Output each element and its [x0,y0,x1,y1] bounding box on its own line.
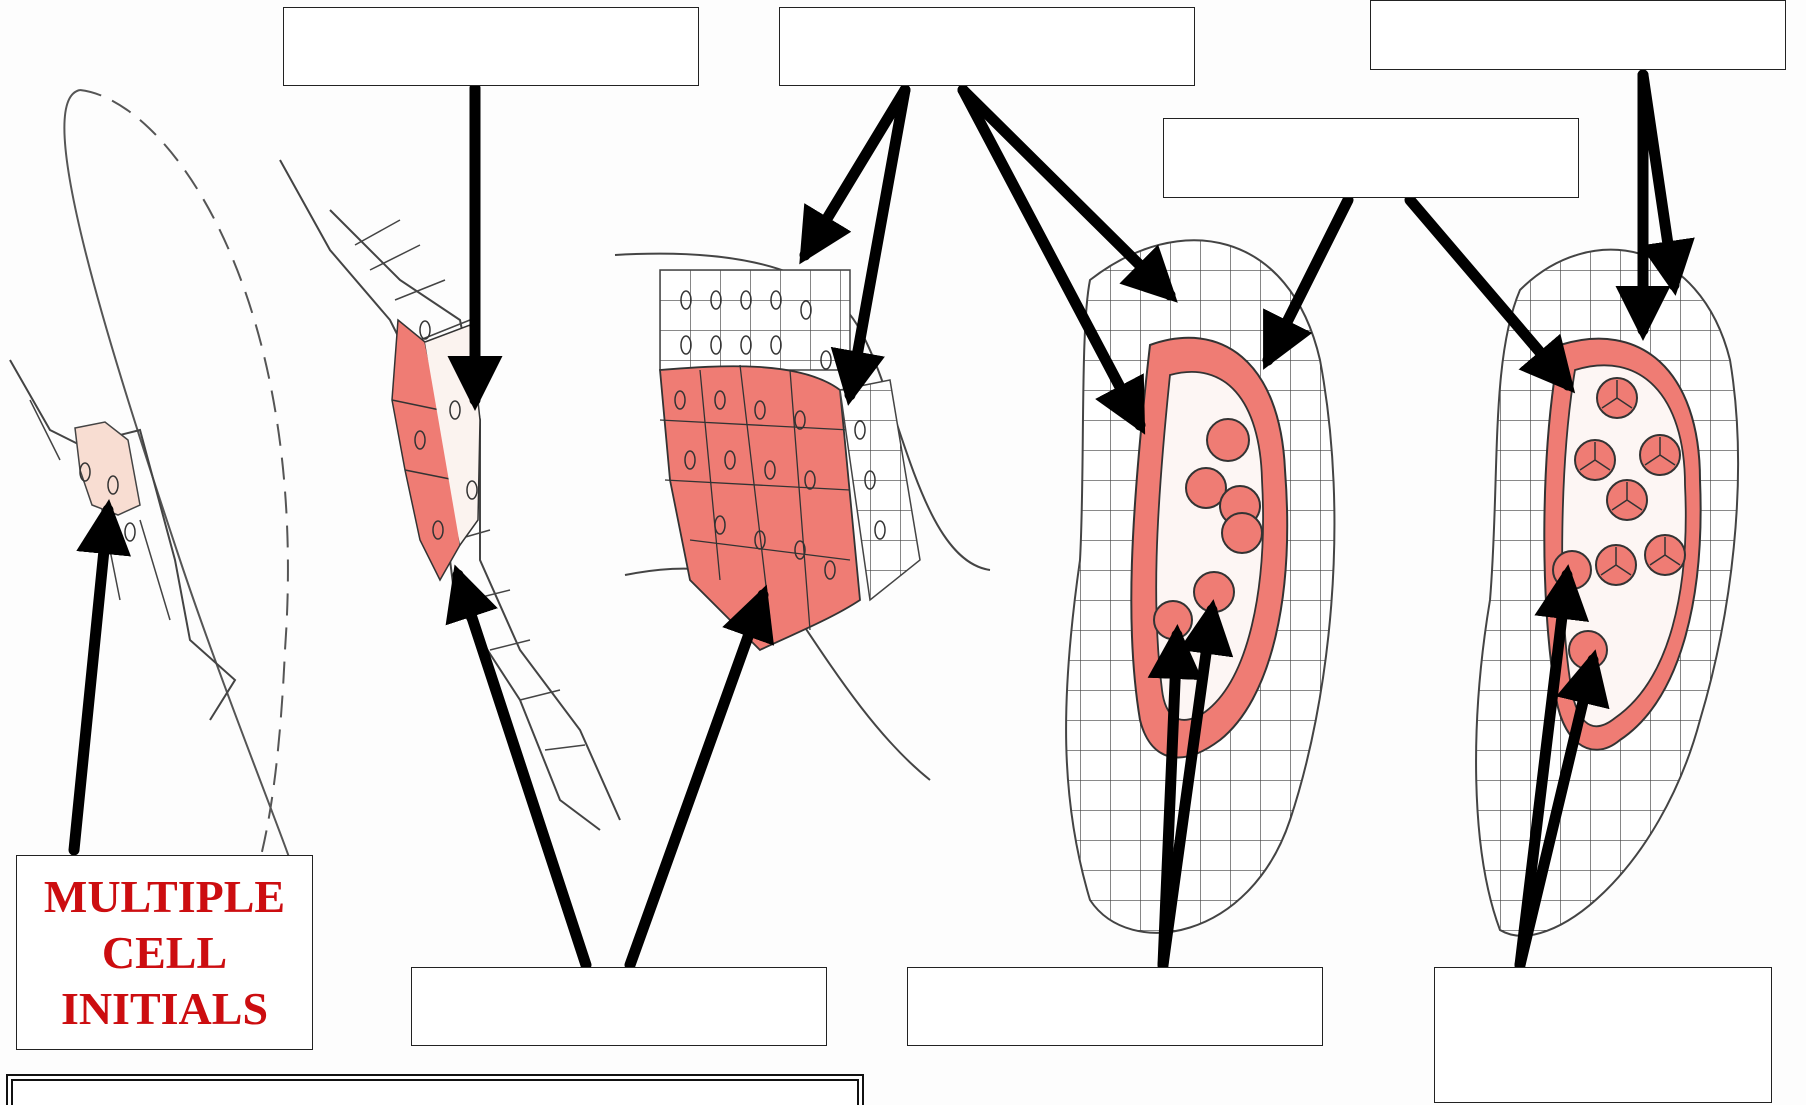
blank-label-1[interactable] [283,7,699,86]
arrow-box2-a [799,84,911,265]
pointer-arrows [68,69,1695,971]
blank-label-4[interactable] [1163,118,1579,198]
blank-label-6[interactable] [907,967,1323,1046]
arrow-box2-b [830,84,911,406]
arrow-box6-b [1157,599,1234,971]
blank-label-5[interactable] [411,967,827,1046]
blank-label-7[interactable] [1434,967,1772,1103]
arrow-box3-b [1404,194,1576,394]
arrow-box7-a [1514,564,1590,971]
stage-5-spore-tetrads [1475,248,1740,937]
arrow-box2-d [957,84,1146,435]
arrow-box2-c [957,84,1178,303]
answer-frame[interactable] [6,1074,864,1105]
stage-1-initials [9,89,291,861]
arrow-box7-b [1514,649,1610,971]
arrow-box4-b [1637,69,1695,296]
arrow-initials [68,499,131,856]
blank-label-2[interactable] [779,7,1195,86]
blank-label-3[interactable] [1370,0,1786,70]
stage-3-sporogenous-tissue [614,252,991,781]
arrow-box5-b [624,584,774,971]
stage-2-primary-parietal [279,159,621,831]
arrow-box5-a [445,564,592,971]
multiple-cell-initials-text: MULTIPLE CELL INITIALS [43,870,286,1034]
multiple-cell-initials-label: MULTIPLE CELL INITIALS [16,855,313,1050]
arrow-box3-a [1262,194,1354,370]
stage-4-spore-mother-cells [1065,239,1336,934]
